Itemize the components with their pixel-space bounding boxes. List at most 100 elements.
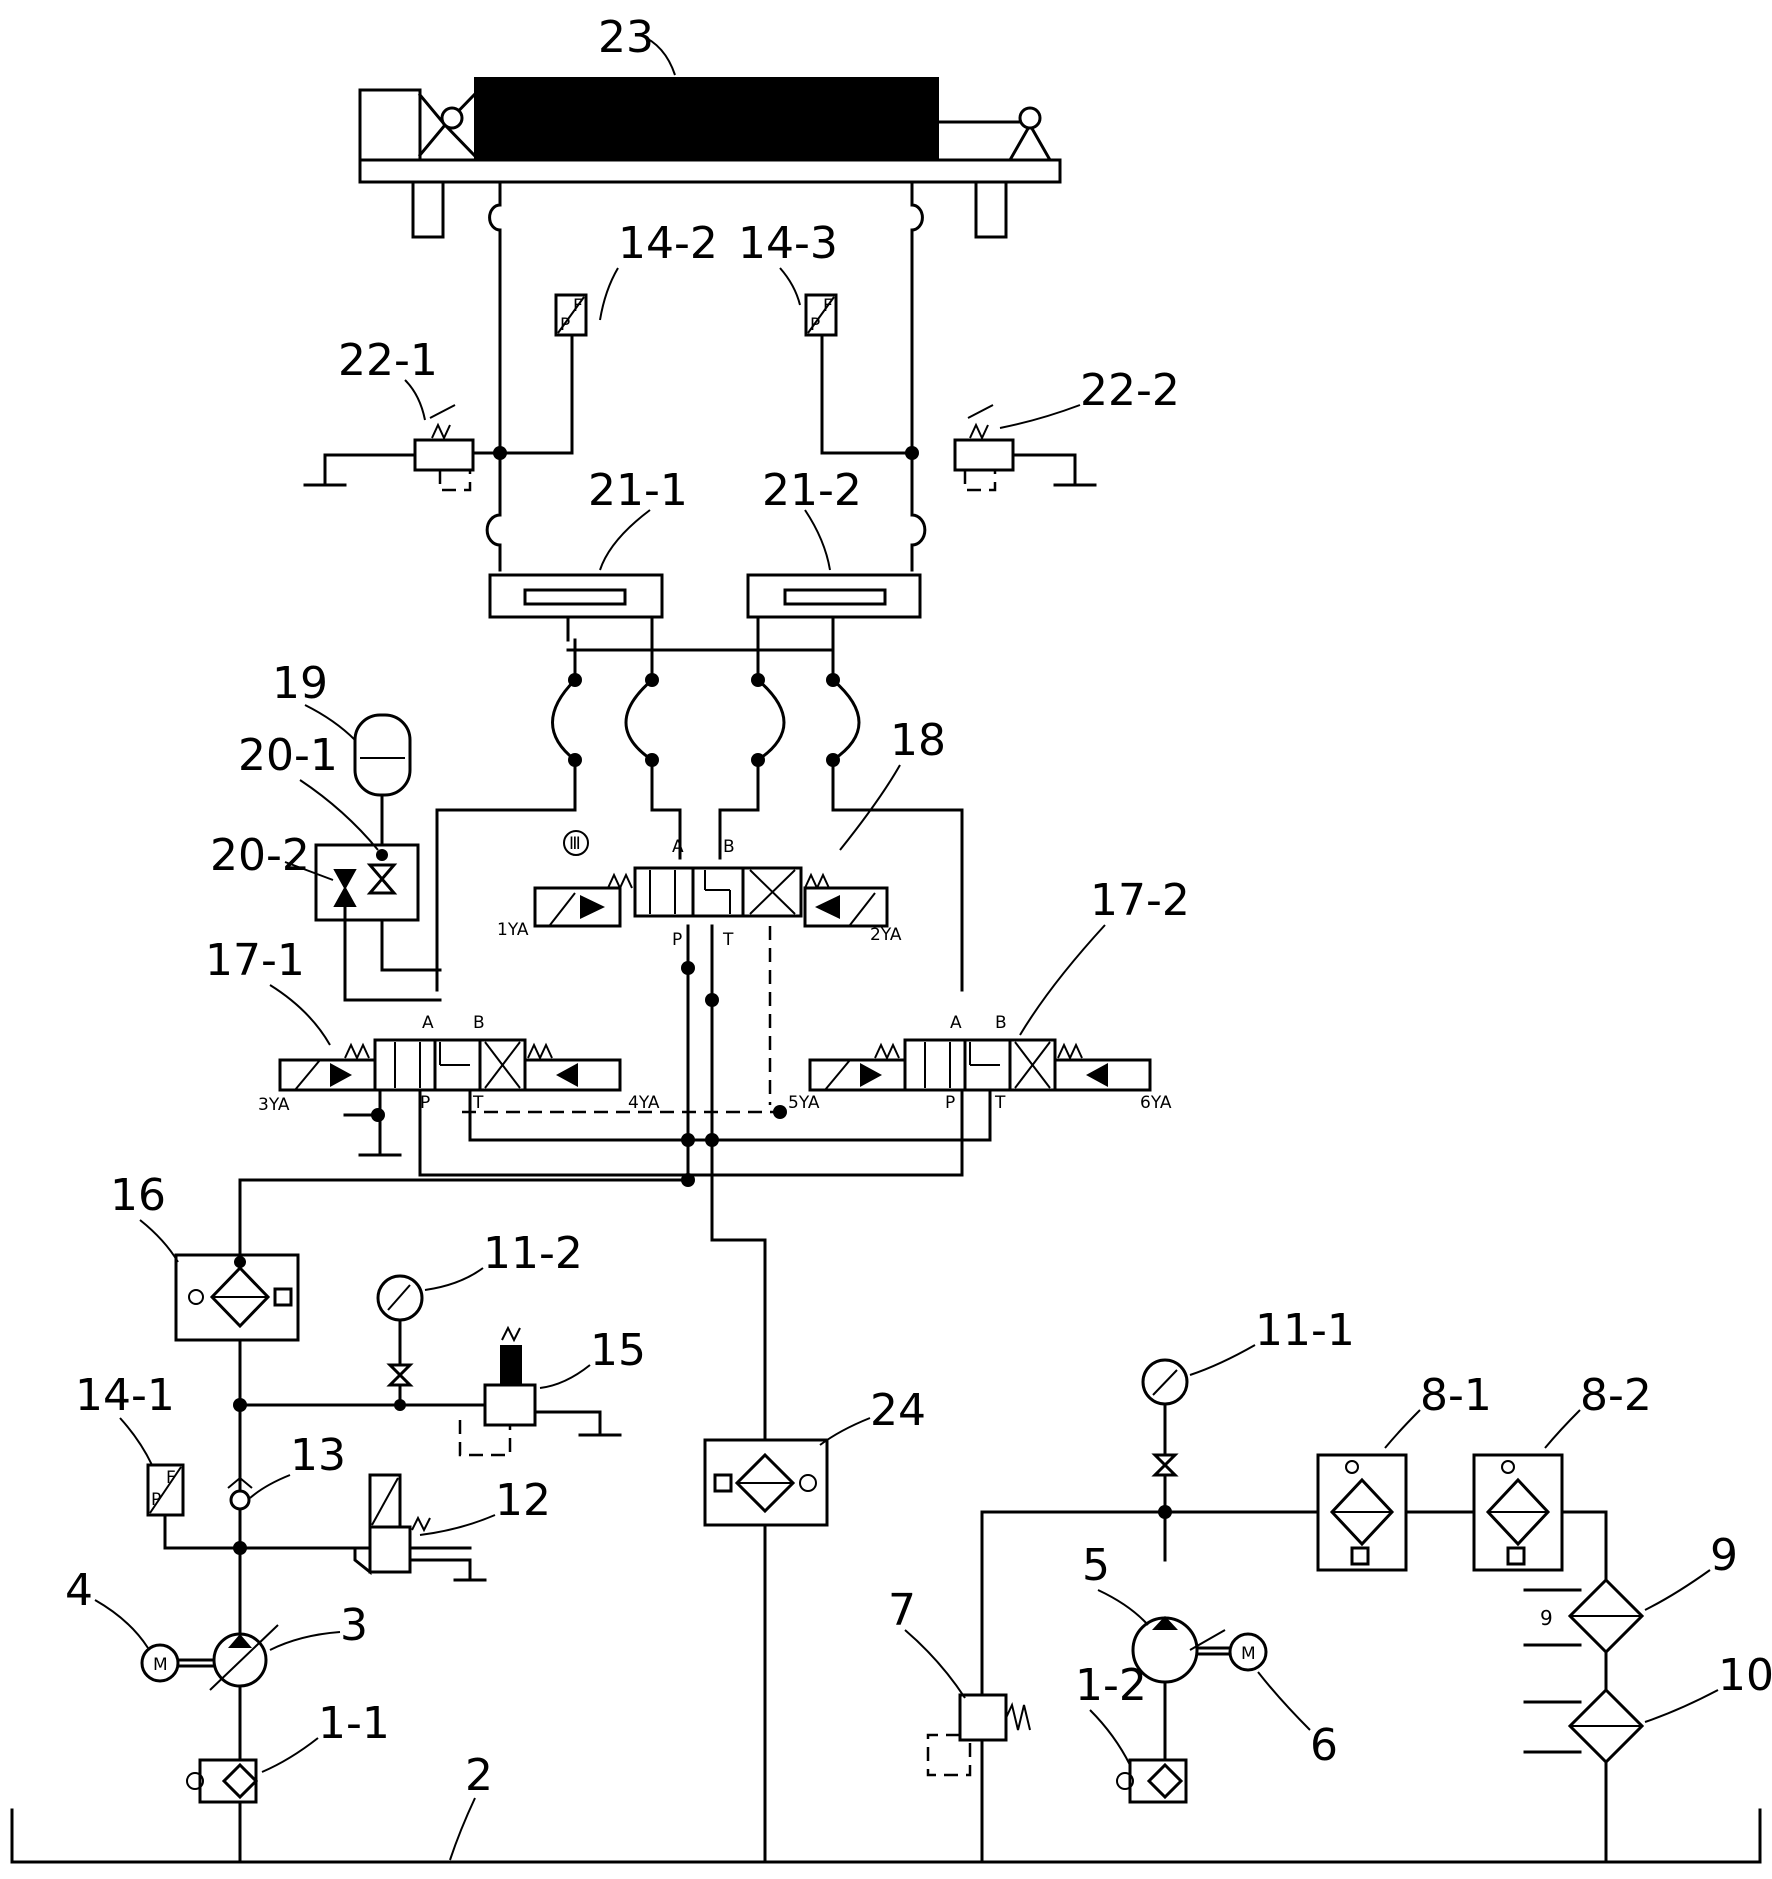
label-15: 15 bbox=[590, 1325, 646, 1376]
sensor-diagonal bbox=[807, 296, 835, 334]
label-7: 7 bbox=[888, 1585, 916, 1636]
leader-23 bbox=[639, 34, 676, 76]
sensor-diagonal bbox=[149, 1466, 182, 1514]
solenoid-arrow-icon bbox=[1086, 1063, 1108, 1087]
spring-left-icon bbox=[874, 1042, 900, 1061]
relief-valve-22-1: 22-1 bbox=[303, 335, 502, 492]
solenoid-4ya-icon bbox=[523, 1058, 622, 1092]
spring-icon bbox=[1005, 1701, 1031, 1731]
label-22-1: 22-1 bbox=[338, 335, 438, 386]
solenoid-diagonal bbox=[294, 1059, 321, 1091]
leader-8-2 bbox=[1544, 1409, 1581, 1449]
solenoid-arrow-icon bbox=[580, 895, 605, 919]
relief-valve-icon bbox=[953, 438, 1015, 472]
gauge-valve-icon bbox=[1151, 1453, 1179, 1477]
solenoid-diagonal bbox=[849, 892, 876, 926]
pilot-valve-21-2: 21-2 bbox=[746, 465, 922, 642]
rod-end-mount bbox=[1007, 121, 1053, 162]
leader-20-1 bbox=[299, 779, 379, 851]
label-1-1: 1-1 bbox=[318, 1698, 390, 1749]
leader-21-2 bbox=[804, 509, 831, 571]
line-cylinder-left bbox=[488, 180, 502, 457]
fitting-dot bbox=[568, 673, 582, 687]
sensor-p-text: P bbox=[151, 1490, 161, 1510]
bypass-check-icon bbox=[186, 1772, 204, 1790]
junction-dot bbox=[681, 961, 695, 975]
junction-dot bbox=[773, 1105, 787, 1119]
actuator-assembly: 23 bbox=[358, 12, 1062, 239]
indicator-icon bbox=[1350, 1546, 1370, 1566]
leader-1-1 bbox=[261, 1737, 319, 1773]
label-6: 6 bbox=[1310, 1720, 1338, 1771]
sensor-f-text: F bbox=[573, 296, 583, 316]
label-17-1: 17-1 bbox=[205, 935, 305, 986]
label-17-2: 17-2 bbox=[1090, 875, 1190, 926]
leader-8-1 bbox=[1384, 1409, 1421, 1449]
pressure-sensor-14-3: F P 14-3 bbox=[738, 218, 838, 337]
leader-3 bbox=[269, 1631, 341, 1651]
filter-element-icon bbox=[221, 1762, 259, 1800]
label-20-1: 20-1 bbox=[238, 730, 338, 781]
pressure-gauge-icon bbox=[376, 1274, 424, 1322]
electric-motor-4-icon bbox=[140, 1643, 180, 1683]
suction-filter-1-2: 1-2 bbox=[1075, 1660, 1188, 1804]
sensor-f-text: F bbox=[166, 1468, 176, 1488]
relief-valve-icon bbox=[483, 1383, 537, 1427]
leader-6 bbox=[1257, 1671, 1311, 1731]
leader-1-2 bbox=[1089, 1709, 1131, 1766]
shutoff-block-20: 20-1 20-2 bbox=[210, 730, 442, 1002]
sensor-diagonal bbox=[557, 296, 585, 334]
motor-4-text: M bbox=[153, 1655, 168, 1675]
leader-22-1 bbox=[404, 379, 426, 421]
coil-2ya-label: 2YA bbox=[870, 925, 902, 945]
label-5: 5 bbox=[1082, 1540, 1110, 1591]
circled-mark-icon bbox=[563, 830, 589, 856]
label-14-2: 14-2 bbox=[618, 218, 718, 269]
filter-element-icon bbox=[1146, 1762, 1184, 1800]
pressure-filter-16: 16 bbox=[110, 1170, 300, 1862]
coil-4ya-label: 4YA bbox=[628, 1093, 660, 1113]
solenoid-arrow-icon bbox=[330, 1063, 352, 1087]
spool-icon bbox=[783, 588, 887, 606]
line-20-2-out bbox=[343, 904, 442, 1002]
gauge-11-2: 11-2 bbox=[238, 1228, 583, 1411]
fitting-dot bbox=[751, 673, 765, 687]
spool-pos-center bbox=[691, 866, 745, 918]
leader-11-2 bbox=[424, 1267, 484, 1291]
pilot-cap-icon bbox=[500, 1345, 522, 1385]
pressure-sensor-14-2: F P 14-2 bbox=[554, 218, 718, 337]
pump-arrow-icon bbox=[228, 1634, 252, 1648]
leader-5 bbox=[1097, 1589, 1149, 1626]
spring-right-icon bbox=[804, 872, 830, 891]
spring-right-icon bbox=[527, 1042, 553, 1061]
junction-dot bbox=[681, 1133, 695, 1147]
spring-icon bbox=[501, 1325, 521, 1343]
spring-left-icon bbox=[607, 872, 633, 891]
line-to-18-b bbox=[718, 758, 760, 860]
port-a-label: A bbox=[672, 837, 684, 857]
drain-line bbox=[458, 1420, 512, 1457]
relief-valve-7: 7 bbox=[888, 1585, 1031, 1777]
label-8-1: 8-1 bbox=[1420, 1370, 1492, 1421]
needle-valve-20-1-icon bbox=[366, 863, 398, 895]
base-leg-left bbox=[411, 180, 445, 239]
coil-5ya-label: 5YA bbox=[788, 1093, 820, 1113]
bypass-check-icon bbox=[1116, 1772, 1134, 1790]
leader-13 bbox=[249, 1474, 291, 1499]
leader-4 bbox=[94, 1599, 149, 1649]
flow-cross bbox=[1014, 1041, 1051, 1089]
fitting-dot bbox=[645, 673, 659, 687]
main-pressure-line bbox=[238, 1178, 690, 1262]
label-14-3: 14-3 bbox=[738, 218, 838, 269]
sensor-p-text: P bbox=[560, 315, 570, 335]
label-9-mark: 9 bbox=[1540, 1606, 1553, 1630]
label-3: 3 bbox=[340, 1600, 368, 1651]
coil-1ya-label: 1YA bbox=[497, 920, 529, 940]
drain-line bbox=[963, 470, 997, 492]
leader-16 bbox=[139, 1219, 179, 1263]
relief-valve-icon bbox=[413, 438, 475, 472]
directional-valve-18: Ⅲ A B P T 1YA 2YA 18 bbox=[497, 715, 946, 950]
directional-valve-17-1: A B P T 3YA 4YA 17-1 bbox=[205, 935, 660, 1115]
spring-icon bbox=[969, 422, 989, 441]
accumulator-19: 19 bbox=[272, 658, 412, 857]
